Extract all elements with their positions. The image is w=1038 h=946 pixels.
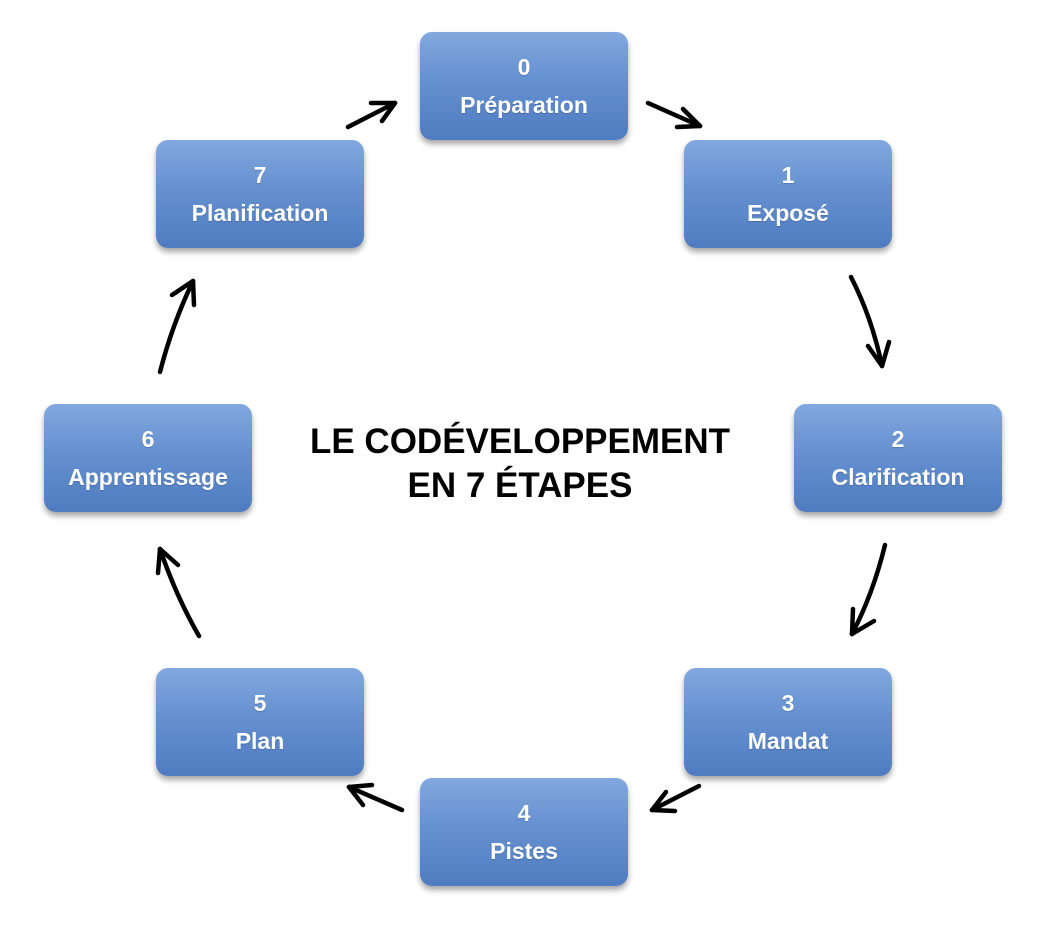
step-box-clarification: 2 Clarification xyxy=(794,404,1002,512)
step-number: 7 xyxy=(253,162,267,188)
step-label: Préparation xyxy=(460,92,588,118)
step-label: Planification xyxy=(191,200,329,226)
title-line-1: LE CODÉVELOPPEMENT xyxy=(309,422,731,461)
arrow-preparation-to-expose xyxy=(645,100,703,130)
diagram-title: LE CODÉVELOPPEMENT EN 7 ÉTAPES xyxy=(270,420,770,508)
step-number: 1 xyxy=(781,162,795,188)
arrow-planification-to-preparation xyxy=(345,100,398,130)
step-box-preparation: 0 Préparation xyxy=(420,32,628,140)
step-label: Mandat xyxy=(747,728,829,754)
step-box-pistes: 4 Pistes xyxy=(420,778,628,886)
step-label: Plan xyxy=(235,728,285,754)
arrow-plan-to-apprentissage xyxy=(155,546,202,639)
step-number: 0 xyxy=(517,54,531,80)
step-box-mandat: 3 Mandat xyxy=(684,668,892,776)
arrow-clarification-to-mandat xyxy=(849,542,888,637)
step-number: 2 xyxy=(891,426,905,452)
step-label: Exposé xyxy=(747,200,829,226)
arrow-expose-to-clarification xyxy=(848,274,892,369)
step-number: 4 xyxy=(517,800,531,826)
step-box-planification: 7 Planification xyxy=(156,140,364,248)
step-box-plan: 5 Plan xyxy=(156,668,364,776)
step-number: 3 xyxy=(781,690,795,716)
step-number: 6 xyxy=(141,426,155,452)
arrow-apprentissage-to-planification xyxy=(157,278,197,375)
arrow-pistes-to-plan xyxy=(346,782,405,813)
step-label: Pistes xyxy=(490,838,558,864)
step-box-expose: 1 Exposé xyxy=(684,140,892,248)
step-number: 5 xyxy=(253,690,267,716)
step-label: Apprentissage xyxy=(68,464,228,490)
step-box-apprentissage: 6 Apprentissage xyxy=(44,404,252,512)
step-label: Clarification xyxy=(831,464,965,490)
arrow-mandat-to-pistes xyxy=(649,783,702,814)
title-line-2: EN 7 ÉTAPES xyxy=(407,466,633,505)
